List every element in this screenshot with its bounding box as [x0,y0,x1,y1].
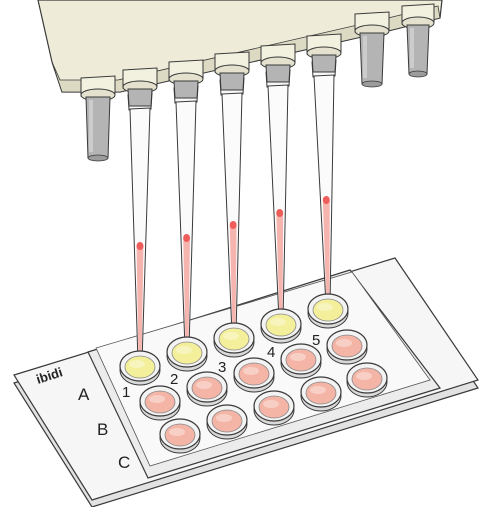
row-label-b: B [97,420,108,439]
pipette-nozzle [355,12,389,87]
well-pink [347,363,387,397]
well-yellow [120,351,160,385]
well-yellow [261,309,301,343]
pipette-nozzle [402,4,434,77]
pipette-tip [220,78,244,334]
well-pink [234,358,274,392]
pipette-nozzle [81,76,115,161]
row-label-c: C [118,453,130,472]
pipette-tip [266,70,290,320]
pipette-tip [128,93,152,362]
well-yellow [214,323,254,357]
well-yellow [308,294,348,328]
well-number-5: 5 [312,332,320,349]
well-pink [140,386,180,420]
well-pink [207,405,247,439]
well-number-1: 1 [122,384,130,401]
well-yellow [167,337,207,371]
well-pink [187,372,227,406]
row-label-a: A [78,385,90,404]
well-pink [254,391,294,425]
well-pink [281,344,321,378]
well-pink [327,330,367,364]
well-number-4: 4 [267,344,275,361]
well-number-2: 2 [170,371,178,388]
well-number-3: 3 [218,359,226,376]
well-pink [301,377,341,411]
pipette-tip [174,86,198,348]
well-pink [160,419,200,453]
pipette-tip [312,60,336,305]
